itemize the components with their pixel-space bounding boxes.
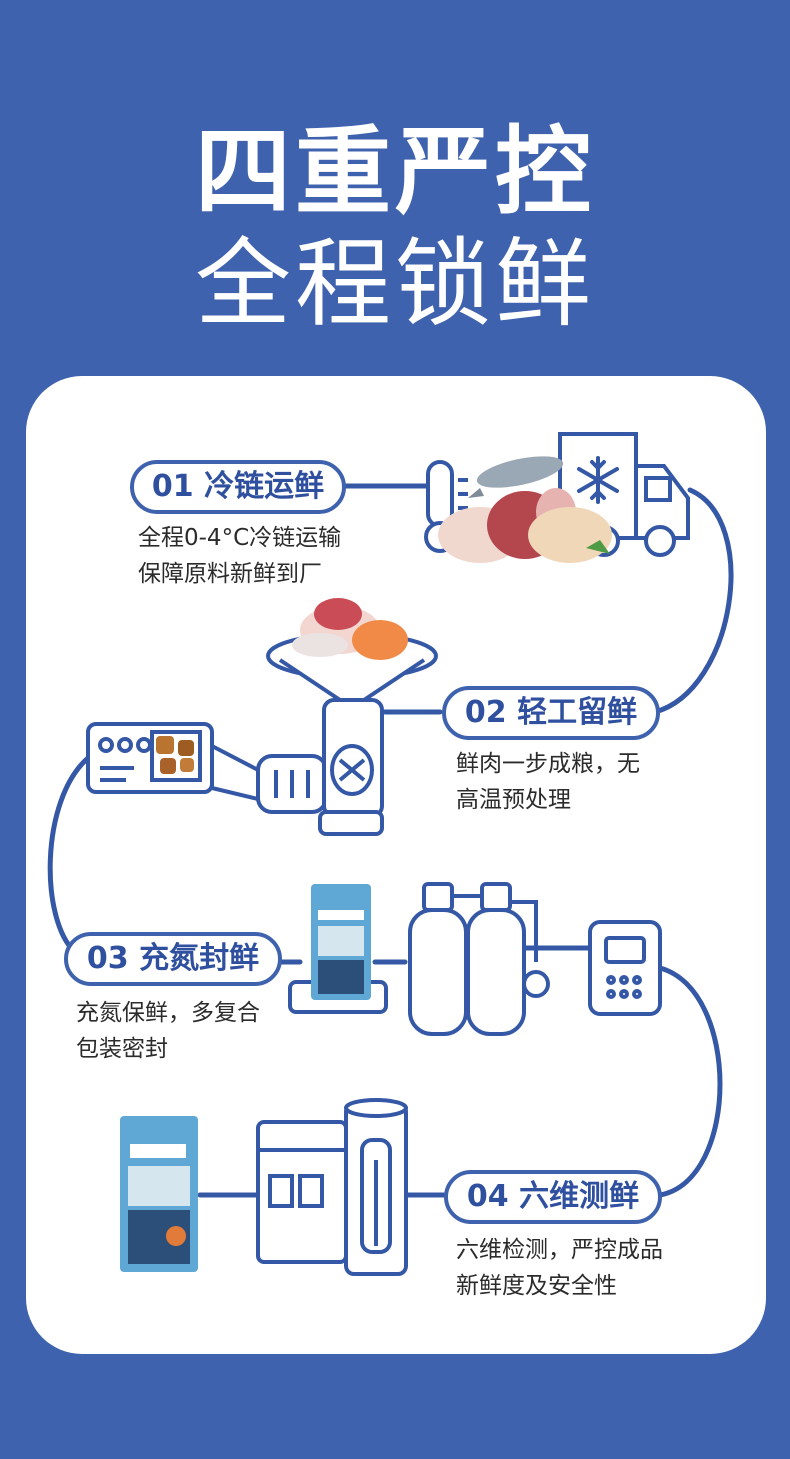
step-2-label: 02 轻工留鲜 (442, 686, 660, 740)
keypad-icon (588, 920, 662, 1016)
snowflake-icon (577, 456, 619, 504)
flow-line (657, 965, 723, 1198)
gas-tank-icon (288, 882, 550, 1036)
food-bag-icon (120, 1116, 198, 1272)
step-4-desc-line-1: 六维检测，严控成品 (456, 1237, 663, 1263)
headline-line-2: 全程锁鲜 (195, 228, 595, 340)
step-4-label: 04 六维测鲜 (444, 1170, 662, 1224)
fresh-meat-image (438, 456, 612, 563)
step-2-desc-line-2: 高温预处理 (456, 787, 571, 813)
grinder-icon (86, 632, 438, 836)
step-1-label: 01 冷链运鲜 (130, 460, 346, 514)
step-4-desc-line-2: 新鲜度及安全性 (456, 1273, 617, 1299)
food-bag-icon (311, 884, 371, 1000)
testing-machine-icon (256, 1098, 408, 1276)
step-1-desc-line-1: 全程0-4°C冷链运输 (138, 525, 342, 551)
step-3-desc-line-2: 包装密封 (76, 1036, 168, 1062)
kibble-image (156, 736, 194, 774)
step-1-desc-line-2: 保障原料新鲜到厂 (138, 561, 322, 587)
step-2-desc-line-1: 鲜肉一步成粮，无 (456, 751, 640, 777)
meat-slices-image (292, 598, 408, 660)
flow-line (47, 755, 91, 955)
step-3-desc-line-1: 充氮保鲜，多复合 (76, 1000, 260, 1026)
flow-line (652, 487, 734, 715)
headline-line-1: 四重严控 (195, 116, 595, 228)
step-3-label: 03 充氮封鲜 (64, 932, 282, 986)
